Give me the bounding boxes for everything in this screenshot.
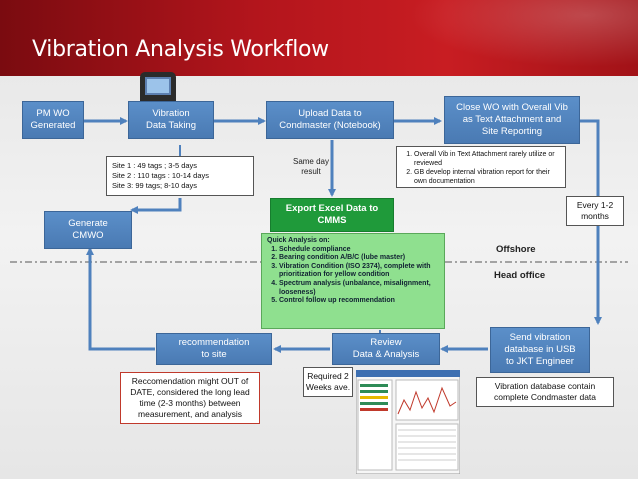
quick-analysis-heading: Quick Analysis on: xyxy=(267,237,330,244)
quick-analysis-item: Control follow up recommendation xyxy=(279,297,439,306)
offshore-label: Offshore xyxy=(496,244,536,255)
close-wo-notes: Overall Vib in Text Attachment rarely ut… xyxy=(396,146,566,188)
recommendation-to-site-box: recommendation to site xyxy=(156,333,272,365)
head-office-label: Head office xyxy=(494,270,546,281)
review-data-analysis-box: Review Data & Analysis xyxy=(332,333,440,365)
pm-wo-generated-box: PM WO Generated xyxy=(22,101,84,139)
title-bar-highlight xyxy=(378,0,638,76)
every-months-note: Every 1-2 months xyxy=(566,196,624,226)
vibration-data-taking-box: Vibration Data Taking xyxy=(128,101,214,139)
arrow-close-to-send xyxy=(580,119,602,325)
quick-analysis-item: Bearing condition A/B/C (lube master) xyxy=(279,254,439,263)
close-wo-note-item: Overall Vib in Text Attachment rarely ut… xyxy=(414,150,561,168)
quick-analysis-item: Vibration Condition (ISO 2374), complete… xyxy=(279,263,439,280)
same-day-result-note: Same day result xyxy=(292,157,330,176)
slide-title: Vibration Analysis Workflow xyxy=(32,37,329,62)
sites-note: Site 1 : 49 tags ; 3-5 days Site 2 : 110… xyxy=(106,156,254,196)
recommendation-outdated-note: Reccomendation might OUT of DATE, consid… xyxy=(120,372,260,424)
export-excel-box: Export Excel Data to CMMS xyxy=(270,198,394,232)
required-weeks-note: Required 2 Weeks ave. xyxy=(303,367,353,397)
send-vibration-database-box: Send vibration database in USB to JKT En… xyxy=(490,327,590,373)
quick-analysis-item: Schedule compliance xyxy=(279,246,439,255)
cmwo-to-sites-connector xyxy=(130,198,182,214)
close-wo-note-item: GB develop internal vibration report for… xyxy=(414,168,561,186)
vibration-database-note: Vibration database contain complete Cond… xyxy=(476,377,614,407)
close-wo-box: Close WO with Overall Vib as Text Attach… xyxy=(444,96,580,144)
condmaster-screenshot xyxy=(356,370,460,474)
generate-cmwo-box: Generate CMWO xyxy=(44,211,132,249)
quick-analysis-item: Spectrum analysis (unbalance, misalignme… xyxy=(279,280,439,297)
quick-analysis-box: Quick Analysis on: Schedule compliance B… xyxy=(261,233,445,329)
upload-data-box: Upload Data to Condmaster (Notebook) xyxy=(266,101,394,139)
arrow-recommendation-to-cmwo xyxy=(86,247,155,351)
title-bar: Vibration Analysis Workflow xyxy=(0,0,638,76)
close-wo-notes-list: Overall Vib in Text Attachment rarely ut… xyxy=(401,150,561,186)
quick-analysis-list: Schedule compliance Bearing condition A/… xyxy=(267,246,439,306)
